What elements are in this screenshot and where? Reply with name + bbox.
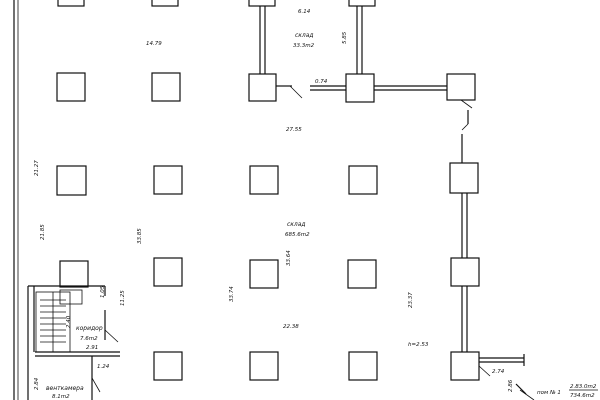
column <box>151 0 179 7</box>
dim-286: 2.86 <box>508 379 514 392</box>
room-name-corridor: коридор <box>76 325 103 332</box>
column <box>151 72 181 102</box>
room-area-pom-1b: 734.6m2 <box>570 393 595 399</box>
column <box>348 351 378 381</box>
dim-3364: 33.64 <box>286 250 292 266</box>
stair-corridor-block <box>27 285 120 400</box>
room-name-vent-chamber: венткамера <box>46 385 84 392</box>
column <box>153 257 183 287</box>
column-grid <box>56 0 480 381</box>
dim-585: 5.85 <box>342 31 348 44</box>
dim-2755: 27.55 <box>286 127 302 133</box>
dim-3385: 33.85 <box>137 228 143 244</box>
dim-074: 0.74 <box>315 79 328 85</box>
dim-2185: 21.85 <box>40 224 46 240</box>
column <box>348 0 376 7</box>
top-storage-walls <box>259 6 447 99</box>
room-area-corridor: 7.6m2 <box>80 336 98 342</box>
column <box>450 351 480 381</box>
column <box>153 165 183 195</box>
dim-105: 1.05 <box>100 285 106 298</box>
dim-2238: 22.38 <box>283 324 299 330</box>
dim-1479: 14.79 <box>146 41 162 47</box>
dim-124: 1.24 <box>97 364 110 370</box>
column <box>248 73 277 102</box>
room-area-vent-chamber: 8.1m2 <box>52 394 70 400</box>
dim-614: 6.14 <box>298 9 311 15</box>
column <box>56 165 87 196</box>
room-area-main-storage: 685.6m2 <box>285 232 310 238</box>
column <box>249 259 279 289</box>
column <box>449 162 479 194</box>
dim-240: 2.40 <box>66 315 72 328</box>
column <box>446 73 476 101</box>
dim-284: 2.84 <box>34 377 40 390</box>
column <box>249 351 279 381</box>
room-area-pom-1a: 2.83.0m2 <box>570 384 597 390</box>
column <box>347 259 377 289</box>
right-partition-walls <box>460 99 535 400</box>
dim-291: 2.91 <box>86 345 98 351</box>
column <box>56 72 86 102</box>
column <box>348 165 378 195</box>
column <box>450 257 480 287</box>
room-name-main-storage: склад <box>287 221 306 228</box>
column <box>248 0 276 7</box>
dim-274: 2.74 <box>492 369 505 375</box>
column <box>153 351 183 381</box>
dim-2127: 21.27 <box>34 160 40 176</box>
column <box>59 260 89 288</box>
room-name-pom-1: пом № 1 <box>537 390 561 396</box>
column <box>345 73 375 103</box>
room-name-top-storage: склад <box>295 32 314 39</box>
column <box>57 0 85 7</box>
dim-2337: 23.37 <box>408 292 414 308</box>
column <box>249 165 279 195</box>
outer-wall-left <box>13 0 19 400</box>
room-area-top-storage: 33.3m2 <box>293 43 315 49</box>
dim-h253: h=2.53 <box>408 342 429 348</box>
dim-1125: 11.25 <box>120 290 126 306</box>
dim-3374: 33.74 <box>229 286 235 302</box>
